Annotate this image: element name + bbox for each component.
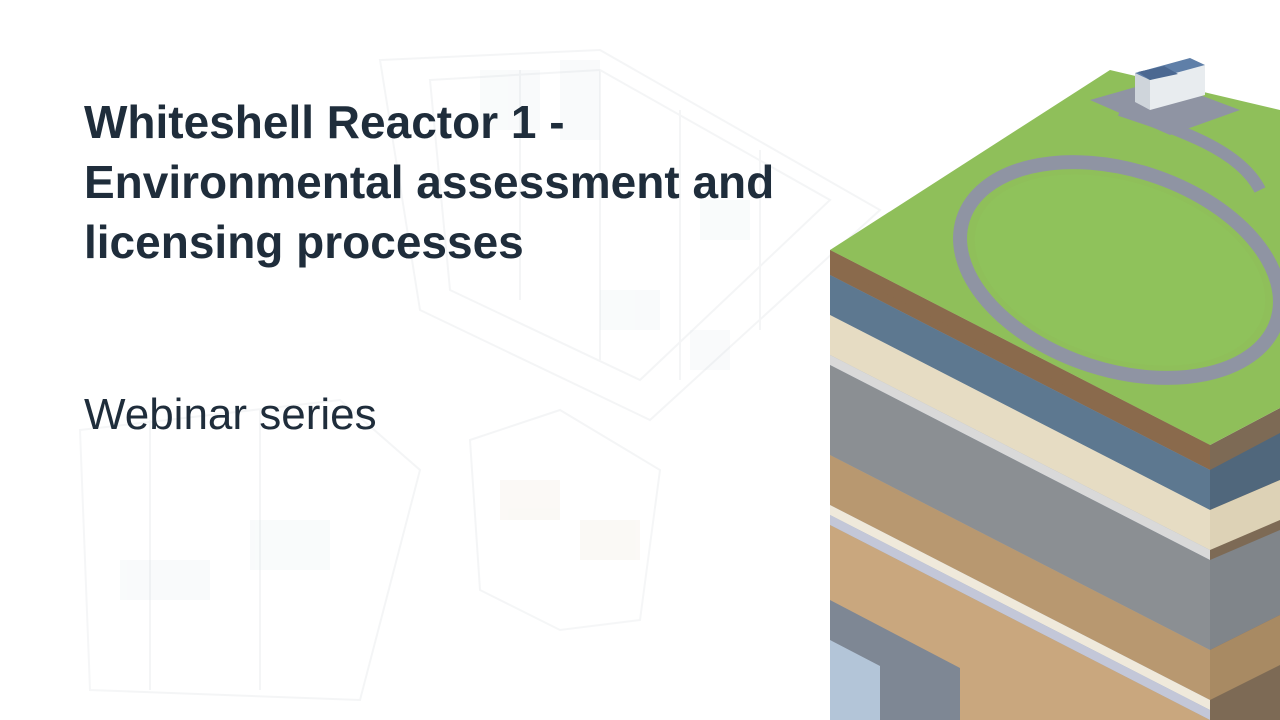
slide-title: Whiteshell Reactor 1 - Environmental ass… [84,92,824,272]
building-icon [1135,58,1205,110]
slide-subtitle: Webinar series [84,390,377,439]
soil-layers-illustration [830,58,1280,720]
soil-layers-right-face [1210,408,1280,720]
title-line-1: Whiteshell Reactor 1 - [84,96,565,148]
title-line-2: Environmental assessment and [84,156,775,208]
title-line-3: licensing processes [84,216,524,268]
road-loop [953,155,1280,385]
